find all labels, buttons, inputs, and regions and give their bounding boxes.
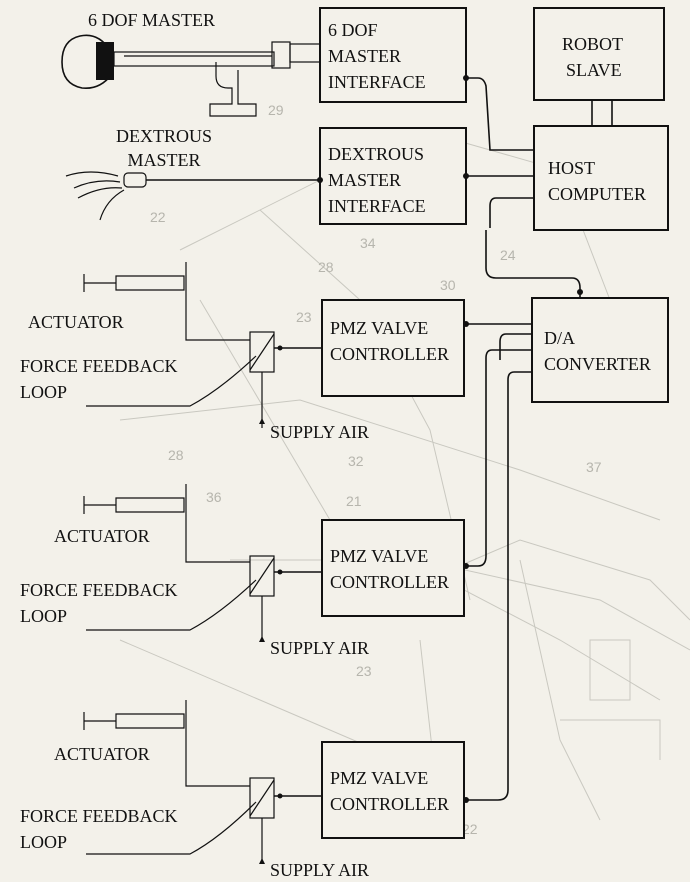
channel-3: ACTUATOR FORCE FEEDBACK LOOP SUPPLY AIR … xyxy=(20,700,469,880)
pmz-valve-controller-block xyxy=(321,299,465,397)
bg-number: 22 xyxy=(462,821,478,837)
channel-2: ACTUATOR FORCE FEEDBACK LOOP SUPPLY AIR … xyxy=(20,484,469,658)
da-converter-line-1: D/A xyxy=(544,328,575,348)
bg-number: 36 xyxy=(206,489,222,505)
six-dof-interface-line-2: MASTER xyxy=(328,46,401,66)
pmz-controller-line-1: PMZ VALVE xyxy=(330,546,428,566)
bg-number: 22 xyxy=(150,209,166,225)
dextrous-interface-line-1: DEXTROUS xyxy=(328,144,424,164)
pmz-controller-line-1: PMZ VALVE xyxy=(330,768,428,788)
bg-number: 21 xyxy=(346,493,362,509)
actuator-label: ACTUATOR xyxy=(54,744,150,764)
master-grip-icon xyxy=(61,34,113,90)
bg-number: 28 xyxy=(168,447,184,463)
bg-number: 23 xyxy=(296,309,312,325)
robot-slave-line-1: ROBOT xyxy=(562,34,623,54)
bg-number: 34 xyxy=(360,235,376,251)
dextrous-interface-block: DEXTROUS MASTER INTERFACE xyxy=(319,127,467,225)
actuator-icon xyxy=(83,496,185,514)
force-feedback-label-line-2: LOOP xyxy=(20,832,67,852)
six-dof-master-label: 6 DOF MASTER xyxy=(88,10,215,30)
host-computer-line-1: HOST xyxy=(548,158,595,178)
top-connections xyxy=(317,75,613,298)
bus-lines xyxy=(464,349,532,801)
force-feedback-label-line-1: FORCE FEEDBACK xyxy=(20,356,178,376)
pmz-controller-line-2: CONTROLLER xyxy=(330,794,449,814)
host-computer-line-2: COMPUTER xyxy=(548,184,646,204)
actuator-icon xyxy=(83,712,185,730)
bg-number: 24 xyxy=(500,247,516,263)
dextrous-master-line-2: MASTER xyxy=(127,150,200,170)
six-dof-interface-line-1: 6 DOF xyxy=(328,20,378,40)
dextrous-master-line-1: DEXTROUS xyxy=(116,126,212,146)
six-dof-interface-line-3: INTERFACE xyxy=(328,72,426,92)
finger-icon xyxy=(65,171,119,177)
host-computer-block: HOST COMPUTER xyxy=(533,125,669,231)
master-arm xyxy=(113,51,275,67)
actuator-icon xyxy=(83,274,185,292)
pmz-controller-line-2: CONTROLLER xyxy=(330,344,449,364)
dextrous-interface-line-2: MASTER xyxy=(328,170,401,190)
bg-number: 37 xyxy=(586,459,602,475)
dextrous-interface-line-3: INTERFACE xyxy=(328,196,426,216)
dextrous-master: DEXTROUS MASTER xyxy=(65,126,320,221)
force-feedback-label-line-2: LOOP xyxy=(20,606,67,626)
force-feedback-label-line-1: FORCE FEEDBACK xyxy=(20,806,178,826)
supply-air-label: SUPPLY AIR xyxy=(270,422,369,442)
supply-air-label: SUPPLY AIR xyxy=(270,638,369,658)
master-grip-body xyxy=(96,42,114,80)
pmz-valve-controller-block xyxy=(321,519,465,617)
pmz-controller-line-2: CONTROLLER xyxy=(330,572,449,592)
robot-slave-line-2: SLAVE xyxy=(566,60,622,80)
force-feedback-label-line-2: LOOP xyxy=(20,382,67,402)
actuator-label: ACTUATOR xyxy=(54,526,150,546)
bg-number: 23 xyxy=(356,663,372,679)
master-pedestal xyxy=(209,62,257,117)
robot-slave-block: ROBOT SLAVE xyxy=(533,7,665,101)
bg-number: 32 xyxy=(348,453,364,469)
da-converter-line-2: CONVERTER xyxy=(544,354,651,374)
six-dof-interface-block: 6 DOF MASTER INTERFACE xyxy=(319,7,467,103)
da-converter-block: D/A CONVERTER xyxy=(531,297,669,403)
pmz-valve-controller-block xyxy=(321,741,465,839)
actuator-label: ACTUATOR xyxy=(28,312,124,332)
pmz-controller-line-1: PMZ VALVE xyxy=(330,318,428,338)
force-feedback-label-line-1: FORCE FEEDBACK xyxy=(20,580,178,600)
bg-number: 30 xyxy=(440,277,456,293)
six-dof-master: 6 DOF MASTER xyxy=(61,10,321,117)
bg-number: 29 xyxy=(268,102,284,118)
bg-number: 28 xyxy=(318,259,334,275)
supply-air-label: SUPPLY AIR xyxy=(270,860,369,880)
channel-1: ACTUATOR FORCE FEEDBACK LOOP SUPPLY AIR … xyxy=(20,262,532,442)
